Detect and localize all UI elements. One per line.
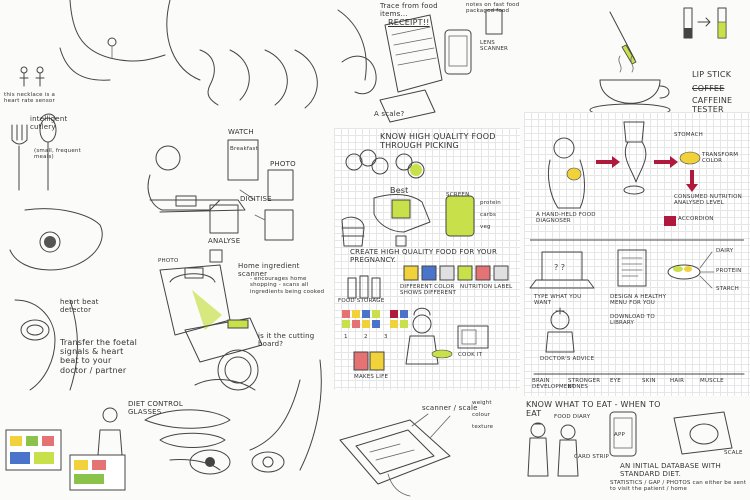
caffeine-label: CAFFEINE TESTER — [692, 96, 733, 115]
colour-label: colour — [472, 412, 491, 418]
receipt-note: Trace from food items... — [380, 2, 438, 19]
scanner-label: scanner / scale — [422, 404, 478, 412]
nutrition-label: NUTRITION LABEL — [460, 284, 513, 290]
transform-color-label: TRANSFORM COLOR — [702, 152, 739, 165]
pencil-sketch-what-to-eat — [527, 411, 733, 477]
notes-label: notes on fast food packaged food — [466, 2, 520, 15]
watch-label: WATCH — [228, 128, 254, 136]
bucket-label-1: carbs — [480, 212, 497, 218]
necklace-note: this necklace is a heart rate sensor — [4, 92, 56, 105]
feedback-note: STATISTICS / GAP / PHOTOS can either be … — [610, 480, 747, 493]
nutrition-analysis-label: CONSUMED NUTRITION ANALYSED LEVEL — [674, 194, 742, 207]
makes-label: MAKES LIFE — [354, 374, 389, 380]
legend-starch: STARCH — [716, 286, 739, 292]
what-you-want-label: TYPE WHAT YOU WANT — [534, 294, 582, 307]
diet-control-label: DIET CONTROL GLASSES — [128, 400, 183, 417]
step-3: 3 — [384, 334, 388, 340]
timeline-3: SKIN — [642, 378, 656, 384]
weight-label: weight — [472, 400, 492, 406]
timeline-5: MUSCLE — [700, 378, 724, 384]
grid-panel-diagnoser: ? ? A HAND-HELD FOOD DIAGNOSER STOMACH T… — [524, 112, 750, 396]
bucket-label-0: protein — [480, 200, 501, 206]
legend-dairy: DAIRY — [716, 248, 734, 254]
receipt-label: RECEIPT!! — [388, 18, 430, 27]
app-label: APP — [614, 432, 625, 438]
lipstick-label: LIP STICK — [692, 70, 732, 79]
different-color-label: DIFFERENT COLOR SHOWS DIFFERENT — [400, 284, 457, 297]
timeline-4: HAIR — [670, 378, 685, 384]
screen-label: SCREEN — [446, 192, 470, 198]
cutlery-sub: (small, frequent meals) — [34, 148, 81, 161]
bucket-label-2: veg — [480, 224, 491, 230]
food-diary-note: FOOD DIARY — [554, 414, 591, 420]
timeline-1: STRONGER BONES — [568, 378, 601, 391]
photo-tag: PHOTO — [158, 258, 179, 264]
pencil-sketch-top-mid — [337, 9, 503, 123]
scale-question: A scale? — [374, 110, 405, 118]
sketch-column-left: this necklace is a heart rate sensor int… — [0, 0, 330, 500]
cutting-board-note: is it the cutting board? — [258, 332, 315, 349]
timeline-2: EYE — [610, 378, 621, 384]
legend-protein: PROTEIN — [716, 268, 742, 274]
scale-label: SCALE — [724, 450, 743, 456]
timeline-0: BRAIN DEVELOPMENT — [532, 378, 576, 391]
home-scanner-note: - encourages home shopping - scans all i… — [250, 276, 325, 295]
download-label: DOWNLOAD TO LIBRARY — [610, 314, 655, 327]
food-diagnoser-label: A HAND-HELD FOOD DIAGNOSER — [536, 212, 596, 225]
step-1: 1 — [344, 334, 348, 340]
analyse-label: ANALYSE — [208, 237, 241, 245]
picking-caption: CREATE HIGH QUALITY FOOD FOR YOUR PREGNA… — [350, 248, 498, 265]
breakfast-label: Breakfast — [230, 146, 258, 152]
grid-sketch-picking — [341, 149, 509, 371]
sketch-bottom-right: KNOW WHAT TO EAT - WHEN TO EAT FOOD DIAR… — [524, 396, 750, 500]
stomach-label: STOMACH — [674, 132, 703, 138]
photo-label: PHOTO — [270, 160, 296, 168]
pencil-sketch-scale — [339, 413, 451, 497]
doctor-label: DOCTOR'S ADVICE — [540, 356, 595, 362]
design-menu-label: DESIGN A HEALTHY MENU FOR YOU — [610, 294, 667, 307]
sketch-bottom-middle: scanner / scale weight colour texture — [330, 396, 520, 500]
color-swatch-grid — [342, 310, 408, 328]
home-scanner-title: Home ingredient scanner — [238, 262, 300, 279]
picking-title: KNOW HIGH QUALITY FOOD THROUGH PICKING — [380, 132, 496, 151]
cook-it-label: COOK IT — [458, 352, 483, 358]
texture-label: texture — [472, 424, 494, 430]
pencil-sketch-left — [5, 0, 322, 491]
accordion-label: ACCORDION — [678, 216, 714, 222]
food-storage-label: FOOD STORAGE — [338, 298, 385, 304]
card-strip-label: CARD STRIP — [574, 454, 610, 460]
coffee-label: COFFEE — [692, 84, 725, 93]
digitise-label: DIGITISE — [240, 195, 272, 203]
svg-text:? ?: ? ? — [554, 263, 565, 272]
grid-sketch-diagnoser: ? ? — [529, 121, 745, 375]
cutlery-title: intelligent cutlery — [30, 115, 68, 132]
database-note: AN INITIAL DATABASE WITH STANDARD DIET. — [620, 462, 721, 479]
step-2: 2 — [364, 334, 368, 340]
transfer-note: Transfer the foetal signals & heart beat… — [60, 338, 138, 375]
sketch-top-middle: Trace from food items... RECEIPT!! LENS … — [330, 0, 520, 132]
what-to-eat-title: KNOW WHAT TO EAT - WHEN TO EAT — [526, 400, 661, 419]
lens-label: LENS SCANNER — [480, 40, 509, 53]
grid-panel-picking: KNOW HIGH QUALITY FOOD THROUGH PICKING B… — [334, 128, 520, 390]
heart-beat-label: heart beat detector — [60, 298, 99, 315]
best-label: Best — [390, 186, 409, 195]
